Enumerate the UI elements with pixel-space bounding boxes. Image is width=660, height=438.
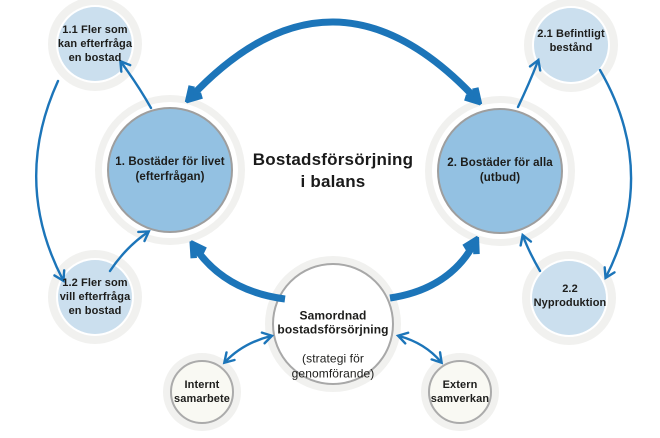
- arrow-supply-to-sub1: [516, 57, 542, 109]
- arrow-sub2-to-supply: [519, 232, 542, 273]
- circle-coordination: [272, 263, 394, 385]
- circle-supply-sub1: [534, 8, 608, 82]
- circle-supply-sub2: [532, 261, 606, 335]
- label-internal: Internt samarbete: [174, 379, 230, 405]
- circle-demand-sub2: [58, 260, 132, 334]
- label-demand-main: 1. Bostäder för livet (efterfrågan): [115, 156, 225, 183]
- label-coordination-detail: (strategi för genomförande): [291, 351, 375, 381]
- arrow-coordination-to-demand: [194, 246, 286, 303]
- arrow-top-cycle: [190, 18, 477, 100]
- arrow-supply-sub1-to-sub2: [598, 68, 633, 280]
- label-supply-sub1: 2.1 Befintligt bestånd: [537, 28, 605, 54]
- label-demand-sub2: 1.2 Fler som vill efterfråga en bostad: [59, 277, 131, 317]
- circle-external: [428, 360, 492, 424]
- label-supply-sub2: 2.2 Nyproduktion: [533, 283, 607, 309]
- label-coordination-bold: Samordnad bostadsförsörjning: [277, 308, 389, 337]
- arrow-coordination-to-supply: [389, 242, 475, 302]
- circle-supply-main: [437, 108, 563, 234]
- arrow-coordination-external: [395, 331, 444, 365]
- label-coordination: Samordnad bostadsförsörjning (strategi f…: [277, 294, 388, 381]
- label-external: Extern samverkan: [430, 379, 490, 405]
- page-title: Bostadsförsörjning i balans: [252, 150, 414, 191]
- arrow-demand-sub1-to-sub2: [34, 79, 66, 283]
- label-supply-main: 2. Bostäder för alla (utbud): [447, 157, 553, 184]
- label-demand-sub1: 1.1 Fler som kan efterfråga en bostad: [57, 24, 133, 64]
- arrow-demand-to-sub1: [119, 59, 153, 110]
- circle-demand-main: [107, 107, 233, 233]
- arrow-sub2-to-demand: [108, 230, 151, 273]
- circle-internal: [170, 360, 234, 424]
- arrow-coordination-internal: [222, 331, 275, 365]
